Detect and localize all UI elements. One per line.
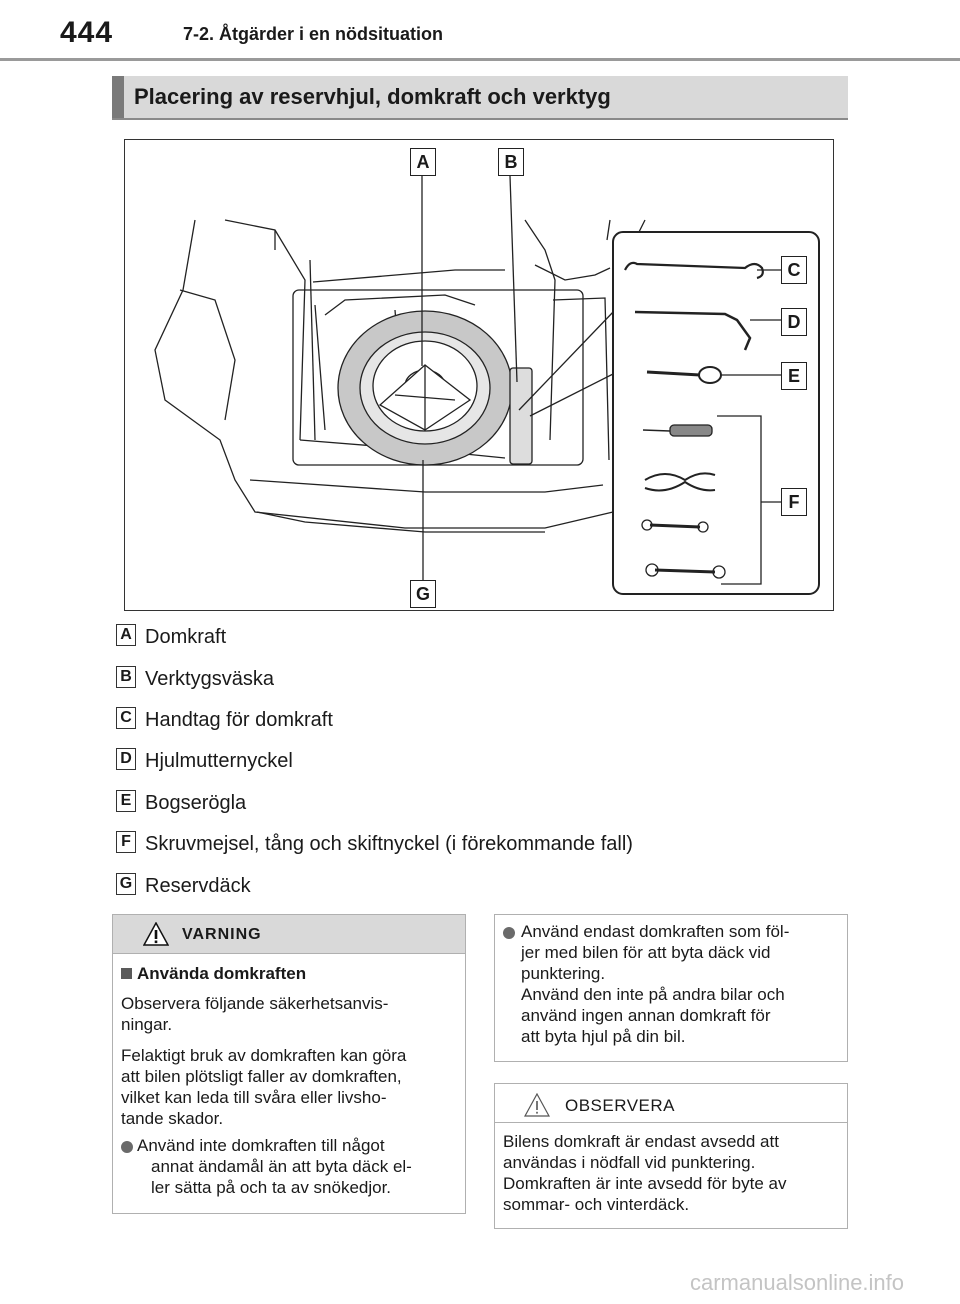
figure-label-f: F [781,488,807,516]
bullet-dot-icon [121,1141,133,1153]
text-line: vilket kan leda till svåra eller livsho- [121,1088,387,1107]
text-line: Domkraften är inte avsedd för byte av [503,1174,787,1193]
figure-label-g: G [410,580,436,608]
figure-label-d: D [781,308,807,336]
legend-text: Handtag för domkraft [145,709,333,731]
notice-text: Bilens domkraft är endast avsedd att anv… [503,1131,786,1215]
warning-subheading: Använda domkraften [121,963,306,984]
car-left-body [154,219,614,529]
notice-header: OBSERVERA [495,1084,847,1122]
warning-header: VARNING [113,915,465,954]
text-line: jer med bilen för att byta däck vid [521,943,771,962]
figure-label-c: C [781,256,807,284]
text-line: Använd endast domkraften som föl- [521,922,790,941]
figure-label-b: B [498,148,524,176]
text-line: Observera följande säkerhetsanvis- [121,994,389,1013]
header-divider [0,58,960,61]
bullet-dot-icon [503,927,515,939]
figure-label-e: E [781,362,807,390]
text-line: annat ändamål än att byta däck el- [151,1157,412,1176]
legend-text: Verktygsväska [145,668,274,690]
caution-triangle-icon [524,1093,550,1117]
legend-text: Bogserögla [145,792,247,814]
text-line: ningar. [121,1015,173,1034]
section-heading: Placering av reservhjul, domkraft och ve… [112,76,848,120]
text-line: Använd den inte på andra bilar och [521,985,785,1004]
warning-continuation-box: Använd endast domkraften som föl- jer me… [494,914,848,1062]
legend-letter: A [116,624,136,646]
text-line: ler sätta på och ta av snökedjor. [151,1178,392,1197]
footer-watermark: carmanualsonline.info [690,1270,905,1295]
trunk-drawing [154,175,820,595]
notice-divider [495,1122,847,1123]
notice-box: OBSERVERA Bilens domkraft är endast avse… [494,1083,848,1229]
legend-letter: F [116,831,136,853]
warning-bullet-1: Använd inte domkraften till något annat … [137,1135,412,1198]
text-line: punktering. [521,964,606,983]
warning-triangle-icon [143,922,169,946]
text-line: Felaktigt bruk av domkraften kan göra [121,1046,407,1065]
legend-letter: B [116,666,136,688]
text-line: Använd inte domkraften till något [137,1136,385,1155]
legend-text: Skruvmejsel, tång och skiftnyckel (i för… [145,833,633,855]
legend-text: Reservdäck [145,875,251,897]
warning-subheading-text: Använda domkraften [137,964,307,983]
text-line: tande skador. [121,1109,224,1128]
legend-letter: C [116,707,136,729]
page-header: 444 7-2. Åtgärder i en nödsituation [0,0,960,62]
text-line: Bilens domkraft är endast avsedd att [503,1132,779,1151]
warning-title: VARNING [182,926,262,943]
warning-bullet-2: Använd endast domkraften som föl- jer me… [521,921,789,1047]
text-line: använd ingen annan domkraft för [521,1006,771,1025]
chapter-title: 7-2. Åtgärder i en nödsituation [183,24,444,44]
trunk-illustration: A B C D E F G [124,139,834,611]
text-line: att bilen plötsligt faller av domkraften… [121,1067,402,1086]
page-number: 444 [60,16,114,49]
square-bullet-icon [121,968,132,979]
text-line: sommar- och vinterdäck. [503,1195,690,1214]
section-heading-text: Placering av reservhjul, domkraft och ve… [134,84,611,109]
warning-para-1: Observera följande säkerhetsanvis- ninga… [121,993,388,1035]
legend-text: Domkraft [145,626,227,648]
text-line: att byta hjul på din bil. [521,1027,686,1046]
legend-letter: E [116,790,136,812]
legend-letter: G [116,873,136,895]
warning-box: VARNING Använda domkraften Observera föl… [112,914,466,1214]
legend-text: Hjulmutternyckel [145,750,293,772]
text-line: användas i nödfall vid punktering. [503,1153,756,1172]
notice-title: OBSERVERA [565,1096,676,1115]
legend-letter: D [116,748,136,770]
warning-para-2: Felaktigt bruk av domkraften kan göra at… [121,1045,406,1129]
section-heading-bar [112,76,124,118]
figure-label-a: A [410,148,436,176]
